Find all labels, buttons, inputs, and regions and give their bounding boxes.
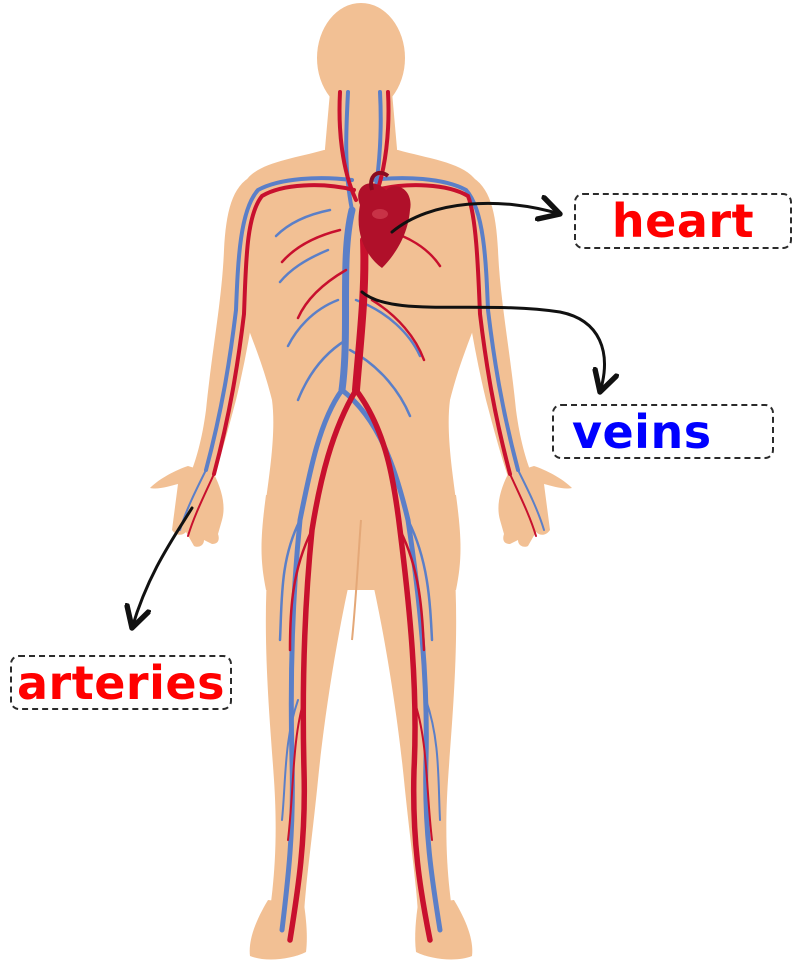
arteries-label-box: arteries (10, 655, 232, 710)
left-leg (266, 560, 352, 914)
heart-label-box: heart (574, 193, 792, 249)
veins-label: veins (572, 409, 712, 455)
veins-label-box: veins (552, 404, 774, 459)
body-silhouette (150, 3, 572, 959)
left-foot (250, 900, 307, 959)
heart-label: heart (612, 198, 754, 244)
arteries-label: arteries (17, 660, 225, 706)
